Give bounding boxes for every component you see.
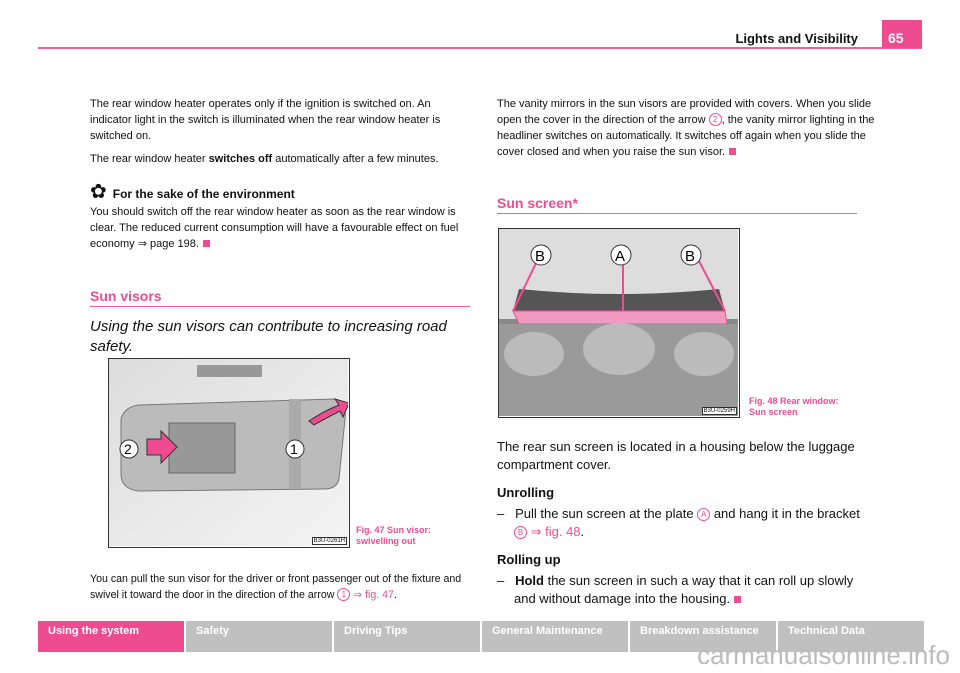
figure-caption: Fig. 47 Sun visor:swivelling out <box>356 525 432 546</box>
tab-using-the-system[interactable]: Using the system <box>38 621 184 652</box>
figure-code: B3U-0261H <box>311 537 347 545</box>
sun-visor-illustration: 2 1 <box>109 359 350 546</box>
end-marker-icon <box>202 240 210 247</box>
left-column: The rear window heater operates only if … <box>90 96 470 357</box>
watermark: carmanualsonline.info <box>697 640 950 670</box>
tab-breakdown-assistance[interactable]: Breakdown assistance <box>630 621 776 652</box>
header-rule <box>38 47 922 49</box>
fig-label: 1 <box>290 441 298 457</box>
tab-safety[interactable]: Safety <box>186 621 332 652</box>
figure-code: B3U-0259H <box>701 407 737 415</box>
end-marker-icon <box>729 148 737 155</box>
footer-nav: Using the system Safety Driving Tips Gen… <box>38 621 924 652</box>
figure-link[interactable]: ⇒ fig. 48 <box>527 524 581 539</box>
fig-label: B <box>685 248 695 265</box>
rear-window-illustration: B A B <box>499 229 738 416</box>
paragraph: You should switch off the rear window he… <box>90 206 459 250</box>
paragraph: The rear window heater operates only if … <box>90 98 441 142</box>
tab-driving-tips[interactable]: Driving Tips <box>334 621 480 652</box>
figure-caption: Fig. 48 Rear window:Sun screen <box>749 396 839 417</box>
figure-link[interactable]: ⇒ fig. 47 <box>350 589 394 601</box>
section-subtitle: Using the sun visors can contribute to i… <box>90 318 447 355</box>
fig-label: B <box>535 248 545 265</box>
right-column: The vanity mirrors in the sun visors are… <box>497 96 877 214</box>
subheading: Rolling up <box>497 552 561 567</box>
environment-heading: ✿ For the sake of the environment <box>90 181 295 203</box>
fig-label: 2 <box>124 441 132 457</box>
fig-label: A <box>615 248 625 265</box>
marker-a: A <box>697 508 711 521</box>
paragraph: You can pull the sun visor for the drive… <box>90 573 462 601</box>
figure-47: 2 1 B3U-0261H <box>108 358 350 548</box>
chapter-title: Lights and Visibility <box>735 31 858 46</box>
subheading: Unrolling <box>497 485 555 500</box>
paragraph: The rear window heater switches off auto… <box>90 153 439 165</box>
end-marker-icon <box>734 596 742 603</box>
marker-2: 2 <box>708 113 722 126</box>
paragraph: The rear sun screen is located in a hous… <box>497 439 855 472</box>
list-item: – Pull the sun screen at the plate A and… <box>497 506 860 539</box>
marker-1: 1 <box>337 588 351 601</box>
tab-general-maintenance[interactable]: General Maintenance <box>482 621 628 652</box>
marker-b: B <box>514 526 527 539</box>
list-item: – Hold the sun screen in such a way that… <box>497 573 854 606</box>
sun-screen-instructions: The rear sun screen is located in a hous… <box>497 438 867 608</box>
figure-48: B A B B3U-0259H <box>498 228 740 418</box>
tab-technical-data[interactable]: Technical Data <box>778 621 924 652</box>
paragraph: The vanity mirrors in the sun visors are… <box>497 98 875 158</box>
section-title: Sun screen* <box>497 195 857 214</box>
flower-icon: ✿ <box>90 181 107 203</box>
page-number: 65 <box>882 20 922 48</box>
section-title: Sun visors <box>90 288 470 307</box>
